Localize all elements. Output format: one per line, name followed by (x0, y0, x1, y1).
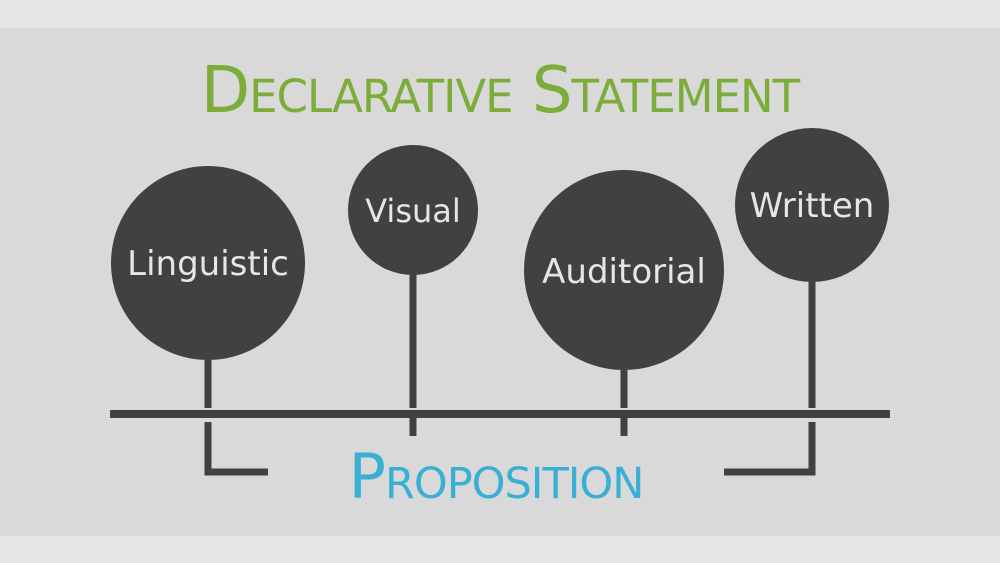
bracket-right (724, 422, 816, 476)
bubble-written (735, 128, 889, 282)
diagram-title: Declarative Statement (201, 54, 801, 128)
bubble-label-linguistic: Linguistic (127, 244, 289, 284)
bubble-label-visual: Visual (365, 192, 461, 230)
bubble-visual (348, 145, 478, 275)
bubble-label-written: Written (750, 186, 875, 226)
bubble-linguistic (111, 166, 305, 360)
diagram-footer-label: Proposition (349, 440, 644, 513)
bracket-left (204, 422, 268, 476)
bubble-label-auditorial: Auditorial (542, 252, 706, 292)
bubble-auditorial (524, 170, 724, 370)
